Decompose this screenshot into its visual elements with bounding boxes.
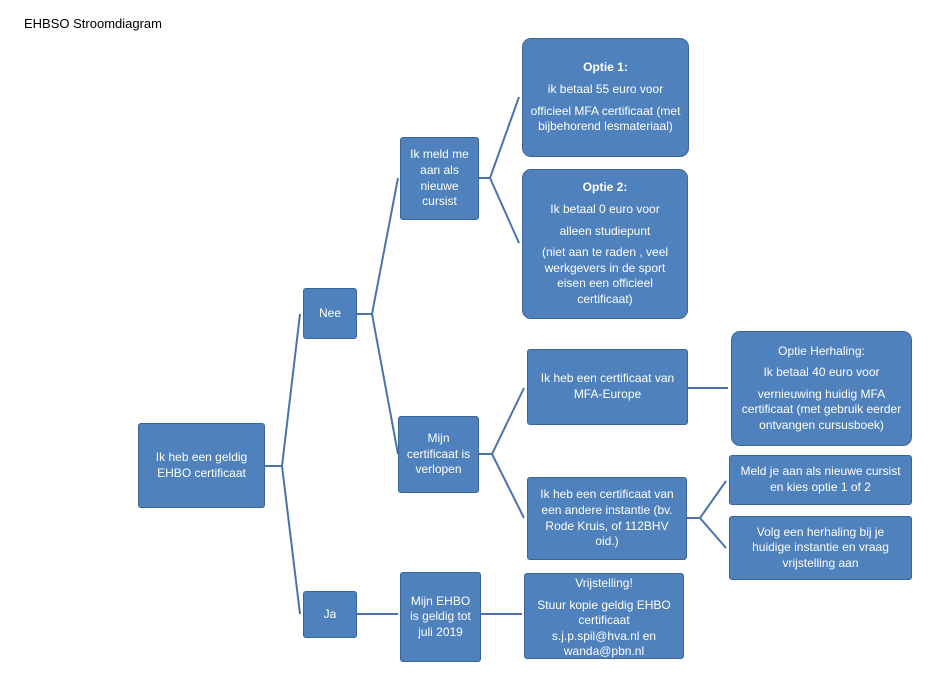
node-option1-line1: ik betaal 55 euro voor (547, 81, 664, 96)
node-repeat-current: Volg een herhaling bij je huidige instan… (729, 516, 912, 580)
node-register-new: Meld je aan als nieuwe cursist en kies o… (729, 455, 912, 505)
connector-other-register (687, 480, 727, 519)
connector-nee-expired (357, 313, 399, 455)
node-exemption-line1: Stuur kopie geldig EHBO certificaat (537, 597, 671, 628)
node-repeat-current-label: Volg een herhaling bij je huidige instan… (752, 524, 889, 570)
node-exemption-line2: s.j.p.spil@hva.nl en wanda@pbn.nl (551, 628, 657, 659)
connector-expired-mfa (479, 387, 525, 455)
node-cert-mfa: Ik heb een certificaat van MFA-Europe (527, 349, 688, 425)
node-cert-mfa-label: Ik heb een certificaat van MFA-Europe (540, 371, 675, 401)
node-valid-until-label: Mijn EHBO is geldig tot juli 2019 (410, 593, 471, 639)
connector-new-opt1 (479, 96, 520, 179)
node-option2-line3: (niet aan te raden , veel werkgevers in … (541, 245, 669, 306)
node-option2-heading: Optie 2: (582, 180, 628, 195)
node-valid-until: Mijn EHBO is geldig tot juli 2019 (400, 572, 481, 662)
node-option-repeat-line2: vernieuwing huidig MFA certificaat (met … (741, 386, 902, 432)
node-cert-other: Ik heb een certificaat van een andere in… (527, 477, 687, 560)
node-option-repeat: Optie Herhaling: Ik betaal 40 euro voor … (731, 331, 912, 446)
node-new-student: Ik meld me aan als nieuwe cursist (400, 137, 479, 220)
node-option1-line2: officieel MFA certificaat (met bijbehore… (530, 103, 681, 134)
node-new-student-label: Ik meld me aan als nieuwe cursist (410, 147, 469, 209)
node-option-repeat-heading: Optie Herhaling: (778, 343, 865, 358)
connector-other-current (687, 517, 727, 549)
node-ja-label: Ja (323, 606, 337, 621)
node-exemption-heading: Vrijstelling! (575, 576, 633, 590)
node-option-repeat-line1: Ik betaal 40 euro voor (763, 365, 880, 380)
connector-root-nee (265, 313, 301, 467)
node-option2-line2: alleen studiepunt (559, 223, 651, 238)
node-option2-line1: Ik betaal 0 euro voor (550, 202, 660, 217)
node-root: Ik heb een geldig EHBO certificaat (138, 423, 265, 508)
page-title: EHBSO Stroomdiagram (24, 16, 162, 31)
node-register-new-label: Meld je aan als nieuwe cursist en kies o… (740, 464, 901, 494)
node-expired: Mijn certificaat is verlopen (398, 416, 479, 493)
node-option2: Optie 2: Ik betaal 0 euro voor alleen st… (522, 169, 688, 319)
node-nee: Nee (303, 288, 357, 339)
connector-new-opt2 (479, 177, 520, 244)
connector-nee-new (357, 177, 399, 315)
node-option1-heading: Optie 1: (583, 60, 628, 75)
node-exemption: Vrijstelling! Stuur kopie geldig EHBO ce… (524, 573, 684, 659)
node-option1: Optie 1: ik betaal 55 euro voor officiee… (522, 38, 689, 157)
node-nee-label: Nee (318, 305, 341, 320)
node-ja: Ja (303, 591, 357, 638)
node-root-label: Ik heb een geldig EHBO certificaat (155, 449, 248, 480)
node-expired-label: Mijn certificaat is verlopen (406, 431, 471, 477)
connector-root-ja (265, 465, 301, 615)
connector-expired-other (479, 453, 525, 519)
node-cert-other-label: Ik heb een certificaat van een andere in… (540, 487, 674, 549)
